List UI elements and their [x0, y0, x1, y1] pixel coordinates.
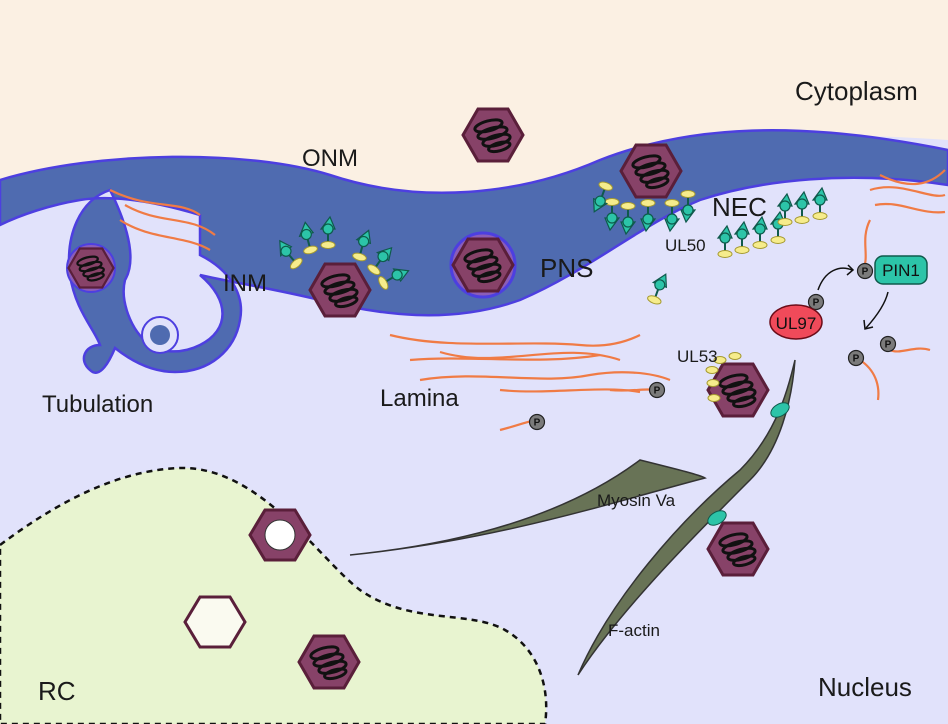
pin1-label: PIN1: [882, 261, 920, 280]
ul53-ovals: [705, 352, 742, 402]
phospho-tag: [648, 381, 666, 399]
capsid-cytoplasm: [461, 107, 525, 163]
capsid-pns: [449, 231, 517, 299]
lamina-fibres: [109, 169, 946, 432]
f-actin-filaments: [349, 359, 796, 676]
capsid-myosin: [706, 521, 770, 577]
replication-compartment: [0, 466, 548, 724]
label-tubulation: Tubulation: [42, 391, 153, 418]
capsid-inm: [308, 262, 372, 318]
label-lamina: Lamina: [380, 385, 459, 412]
label-myosin: Myosin Va: [597, 491, 676, 510]
label-ul50: UL50: [665, 236, 706, 255]
pin1-protein: PIN1: [874, 255, 928, 285]
isomerization-arrow: [863, 291, 889, 330]
capsid-onm: [619, 143, 683, 199]
empty-capsid-b: [248, 508, 312, 562]
label-nucleus: Nucleus: [818, 672, 912, 702]
label-onm: ONM: [302, 145, 358, 172]
tubulation-vesicle-core: [150, 325, 170, 345]
label-rc: RC: [38, 676, 76, 706]
ul97-kinase: UL97: [769, 304, 823, 340]
label-factin: F-actin: [608, 621, 660, 640]
phospho-tag: [847, 349, 865, 367]
empty-capsid-a: [183, 595, 247, 649]
myosin-motors: [707, 402, 790, 526]
phospho-tag: [856, 262, 874, 280]
label-pns: PNS: [540, 253, 593, 283]
capsid-tubulation: [66, 243, 116, 293]
ul97-label: UL97: [776, 314, 817, 333]
label-nec: NEC: [712, 192, 767, 222]
phospho-tag: [879, 335, 897, 353]
capsid-rc: [297, 634, 361, 690]
label-inm: INM: [223, 270, 267, 297]
phospho-tag: [528, 413, 546, 431]
phosphorylation-arrow: [817, 264, 855, 291]
label-ul53: UL53: [677, 347, 718, 366]
label-cytoplasm: Cytoplasm: [795, 76, 918, 106]
